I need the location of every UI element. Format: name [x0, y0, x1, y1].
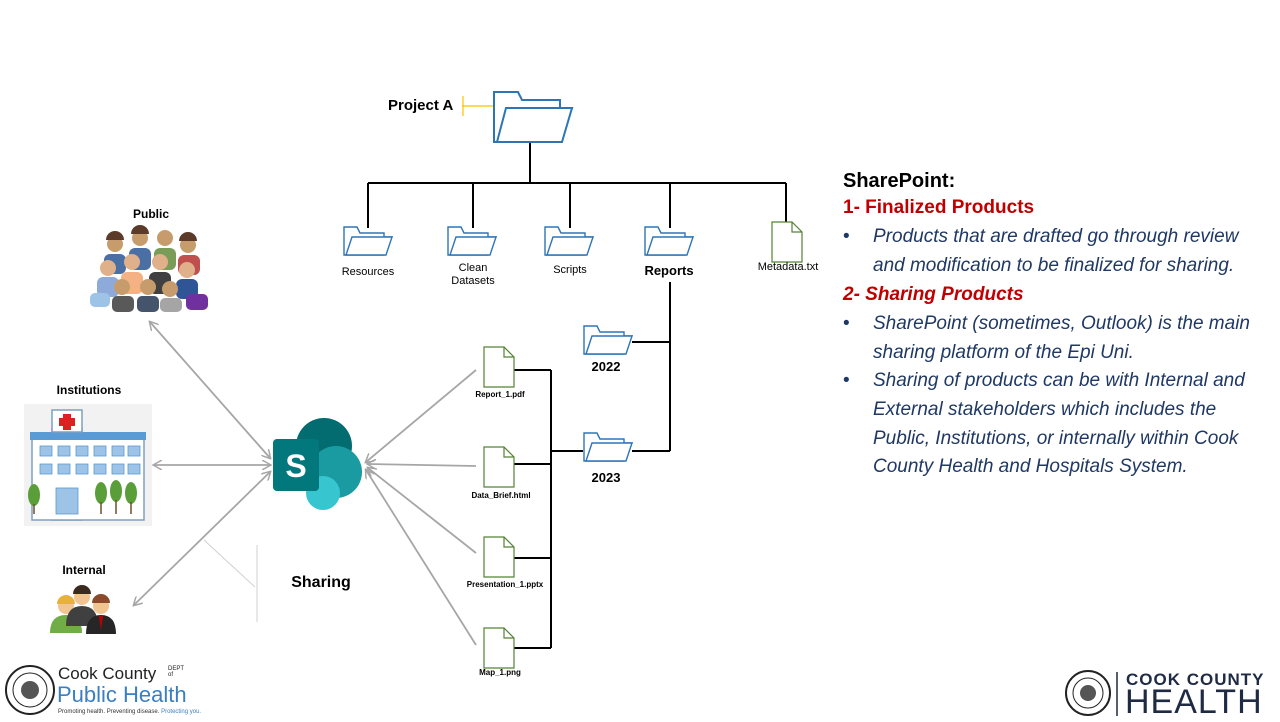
decor-lines	[203, 539, 258, 622]
list-item: •SharePoint (sometimes, Outlook) is the …	[843, 313, 1250, 363]
section2-bullets: •SharePoint (sometimes, Outlook) is the …	[843, 310, 1263, 482]
folder-label-resources: Resources	[341, 266, 395, 278]
file-icon-presentation	[483, 536, 515, 578]
list-item: •Products that are drafted go through re…	[843, 226, 1239, 276]
folder-label-2022: 2022	[591, 359, 621, 374]
section-sharing-products: 2- Sharing Products	[843, 284, 1024, 306]
file-label-metadata: Metadata.txt	[757, 261, 819, 273]
institutions-label: Institutions	[56, 383, 122, 397]
folder-icon-resources	[343, 226, 393, 256]
ccph-logo-dept: DEPT of	[168, 666, 184, 678]
section-finalized-products: 1- Finalized Products	[843, 197, 1035, 218]
project-folder-icon	[493, 91, 574, 143]
file-label-presentation: Presentation_1.pptx	[466, 580, 544, 589]
sharing-label: Sharing	[291, 574, 351, 591]
folder-icon-scripts	[544, 226, 594, 256]
share-arrows	[134, 322, 477, 646]
folder-icon-reports	[644, 226, 694, 256]
folder-label-reports: Reports	[644, 263, 694, 278]
ccph-logo-line1: Cook County	[58, 664, 157, 683]
cch-logo-line1: COOK COUNTY	[1126, 670, 1265, 689]
list-item: •Sharing of products can be with Interna…	[843, 370, 1245, 478]
cch-logo-line2: HEALTH	[1125, 683, 1263, 721]
section1-bullets: •Products that are drafted go through re…	[843, 223, 1263, 280]
file-icon-data-brief	[483, 446, 515, 488]
folder-label-2023: 2023	[591, 470, 621, 485]
ccph-logo-tagline: Promoting health. Preventing disease. Pr…	[58, 709, 202, 715]
folder-icon-2022	[583, 325, 633, 355]
project-a-label: Project A	[388, 97, 454, 114]
public-label: Public	[132, 207, 169, 221]
hospital-building-icon	[24, 404, 152, 526]
sharepoint-description-panel: SharePoint: 1- Finalized Products •Produ…	[843, 170, 1263, 486]
tree-connectors	[367, 96, 787, 649]
folder-label-clean-datasets: Clean Datasets	[451, 262, 495, 287]
folder-icon-2023	[583, 432, 633, 462]
panel-heading: SharePoint:	[843, 170, 956, 192]
ccph-logo-line2: Public Health	[57, 682, 187, 707]
folder-label-scripts: Scripts	[553, 264, 587, 276]
file-icon-map	[483, 627, 515, 669]
file-icon-metadata	[771, 221, 803, 263]
file-label-report: Report_1.pdf	[475, 390, 525, 399]
folder-icon-clean-datasets	[447, 226, 497, 256]
file-label-map: Map_1.png	[479, 668, 521, 677]
svg-text:S: S	[285, 448, 306, 484]
ccph-seal-icon	[5, 665, 55, 715]
internal-label: Internal	[62, 563, 106, 577]
internal-staff-icon	[50, 585, 116, 634]
file-label-data-brief: Data_Brief.html	[471, 491, 531, 500]
cch-seal-icon	[1065, 670, 1118, 716]
file-icon-report	[483, 346, 515, 388]
sharepoint-logo-icon: S	[273, 418, 362, 510]
public-group-icon	[90, 225, 208, 312]
